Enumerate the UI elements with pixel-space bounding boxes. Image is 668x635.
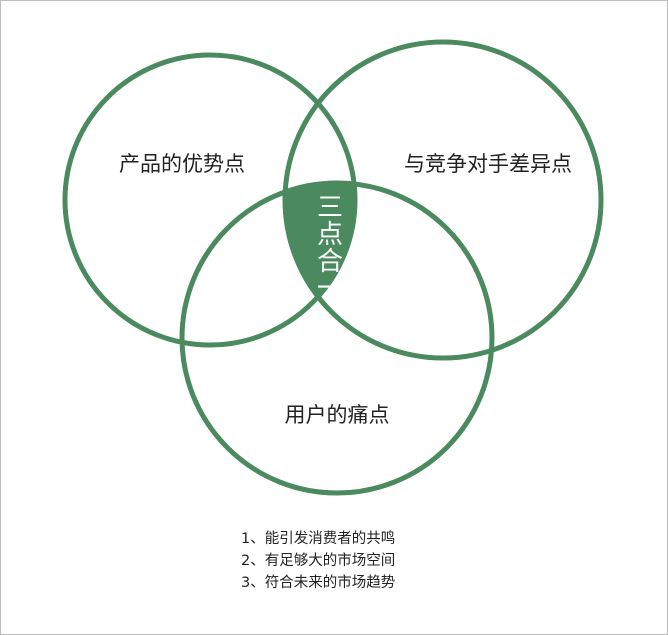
note-item: 3、符合未来的市场趋势 [241,575,396,591]
label-competitor-difference: 与竞争对手差异点 [404,152,572,176]
label-product-advantage: 产品的优势点 [119,152,245,176]
label-user-pain-point: 用户的痛点 [285,403,390,427]
circle-product-advantage [62,52,358,348]
circle-user-pain-point [179,180,495,496]
center-char-1: 三 [317,193,343,223]
notes-list: 1、能引发消费者的共鸣 2、有足够大的市场空间 3、符合未来的市场趋势 [241,528,395,594]
center-char-2: 点 [317,220,343,250]
note-item: 2、有足够大的市场空间 [241,553,396,569]
center-char-4: 一 [317,274,343,304]
note-item: 1、能引发消费者的共鸣 [241,531,396,547]
circle-competitor-difference [282,39,604,361]
center-char-3: 合 [317,247,343,277]
